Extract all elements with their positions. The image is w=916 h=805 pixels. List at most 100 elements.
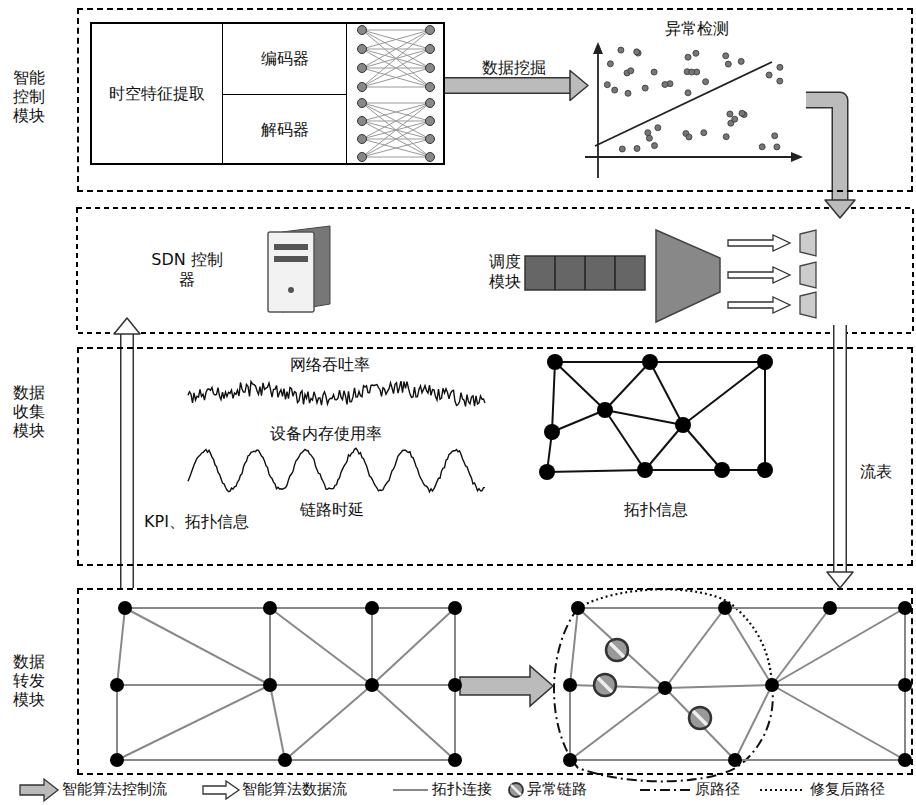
small-arrow — [728, 235, 790, 251]
arrow-outline — [806, 100, 840, 201]
queue-divider — [554, 256, 556, 290]
process-box: 异常检测 — [588, 12, 806, 184]
process-box: 时空特征提取编码器解码器 — [90, 22, 445, 165]
data-point — [774, 144, 780, 150]
net-neuron — [426, 64, 435, 73]
arrow-shaft — [835, 325, 846, 573]
x-axis — [585, 156, 795, 158]
topology-node — [563, 753, 577, 767]
net-link — [362, 139, 430, 157]
topology-node — [757, 462, 773, 478]
topology-link — [904, 685, 906, 760]
y-axis — [597, 50, 599, 178]
topology-node — [539, 464, 555, 480]
chart-label: 设备内存使用率 — [270, 424, 382, 443]
arrow-head — [827, 572, 853, 588]
data-point — [634, 146, 640, 152]
abnormal-ring — [689, 707, 711, 729]
topology-node — [571, 601, 585, 615]
scatter-dots — [604, 47, 783, 152]
funnel — [656, 230, 720, 322]
separating-line — [595, 62, 772, 146]
edge-label: 数据挖掘 — [480, 58, 548, 77]
net-neuron — [426, 153, 435, 162]
topology-node — [448, 678, 462, 692]
topology-link — [650, 361, 765, 363]
topology-link — [725, 608, 772, 685]
topology-link — [904, 608, 906, 685]
topology-link — [125, 607, 270, 609]
topology-link — [570, 759, 735, 761]
data-point — [625, 90, 631, 96]
small-arrow — [728, 267, 790, 283]
topology-node — [110, 753, 124, 767]
topology-link — [683, 362, 765, 425]
topology-link — [570, 685, 665, 688]
topology-link — [772, 684, 905, 686]
topology-link — [552, 362, 555, 432]
data-point — [645, 130, 651, 136]
net-link — [362, 30, 430, 31]
topology-link — [372, 607, 455, 609]
data-point — [723, 134, 729, 140]
topology-link — [269, 608, 271, 685]
data-point — [646, 135, 652, 141]
data-point — [686, 134, 692, 140]
throughput-curve — [188, 381, 485, 406]
legend-text: 原路径 — [695, 780, 740, 798]
transition-arrow — [460, 666, 553, 706]
legend-text: 拓扑连接 — [432, 780, 492, 798]
topology-graph — [539, 354, 773, 480]
abnormal-link-symbol — [594, 674, 616, 696]
net-neuron — [358, 135, 367, 144]
data-point — [642, 85, 648, 91]
original-path-swatch — [640, 789, 690, 791]
net-link — [362, 49, 430, 87]
data-point — [655, 125, 661, 131]
topology-link — [552, 410, 605, 432]
repaired-path-swatch — [760, 789, 805, 791]
topology-line-swatch — [393, 789, 428, 791]
net-link — [362, 103, 430, 139]
topology-graph — [563, 601, 912, 767]
output-port — [800, 292, 816, 318]
topology-node — [110, 678, 124, 692]
data-point — [772, 133, 778, 139]
topology-link — [772, 685, 905, 760]
topology-node — [365, 678, 379, 692]
topology-node — [823, 601, 837, 615]
topology-link — [371, 608, 373, 685]
data-point — [701, 130, 707, 136]
process-box: 解码器 — [222, 94, 347, 165]
topology-link — [285, 685, 372, 760]
queue-divider — [614, 256, 616, 290]
data-point — [693, 50, 699, 56]
net-neuron — [426, 83, 435, 92]
net-link — [362, 30, 430, 87]
abnormal-slash — [693, 711, 707, 725]
abnormal-link-symbol — [689, 707, 711, 729]
legend-swatches — [20, 779, 805, 801]
topology-node — [544, 424, 560, 440]
topology-link — [270, 608, 372, 685]
memory-curve — [188, 448, 485, 492]
topology-link — [578, 608, 665, 688]
module-band: 数据收集模块 — [77, 347, 913, 566]
data-flow-swatch — [203, 781, 239, 799]
topology-link — [683, 425, 722, 470]
anomaly-swatch-slash — [511, 785, 521, 795]
arrow-outline — [833, 325, 847, 573]
network-icon — [358, 99, 435, 162]
network-icon — [358, 26, 435, 92]
net-link — [362, 30, 430, 68]
legend-text: 修复后路径 — [810, 780, 885, 798]
arrow-head — [114, 318, 140, 334]
topology-node — [263, 678, 277, 692]
data-point — [634, 49, 640, 55]
net-neuron — [358, 83, 367, 92]
abnormal-slash — [598, 678, 612, 692]
topology-link — [270, 607, 372, 609]
flow-arrow — [827, 325, 853, 588]
